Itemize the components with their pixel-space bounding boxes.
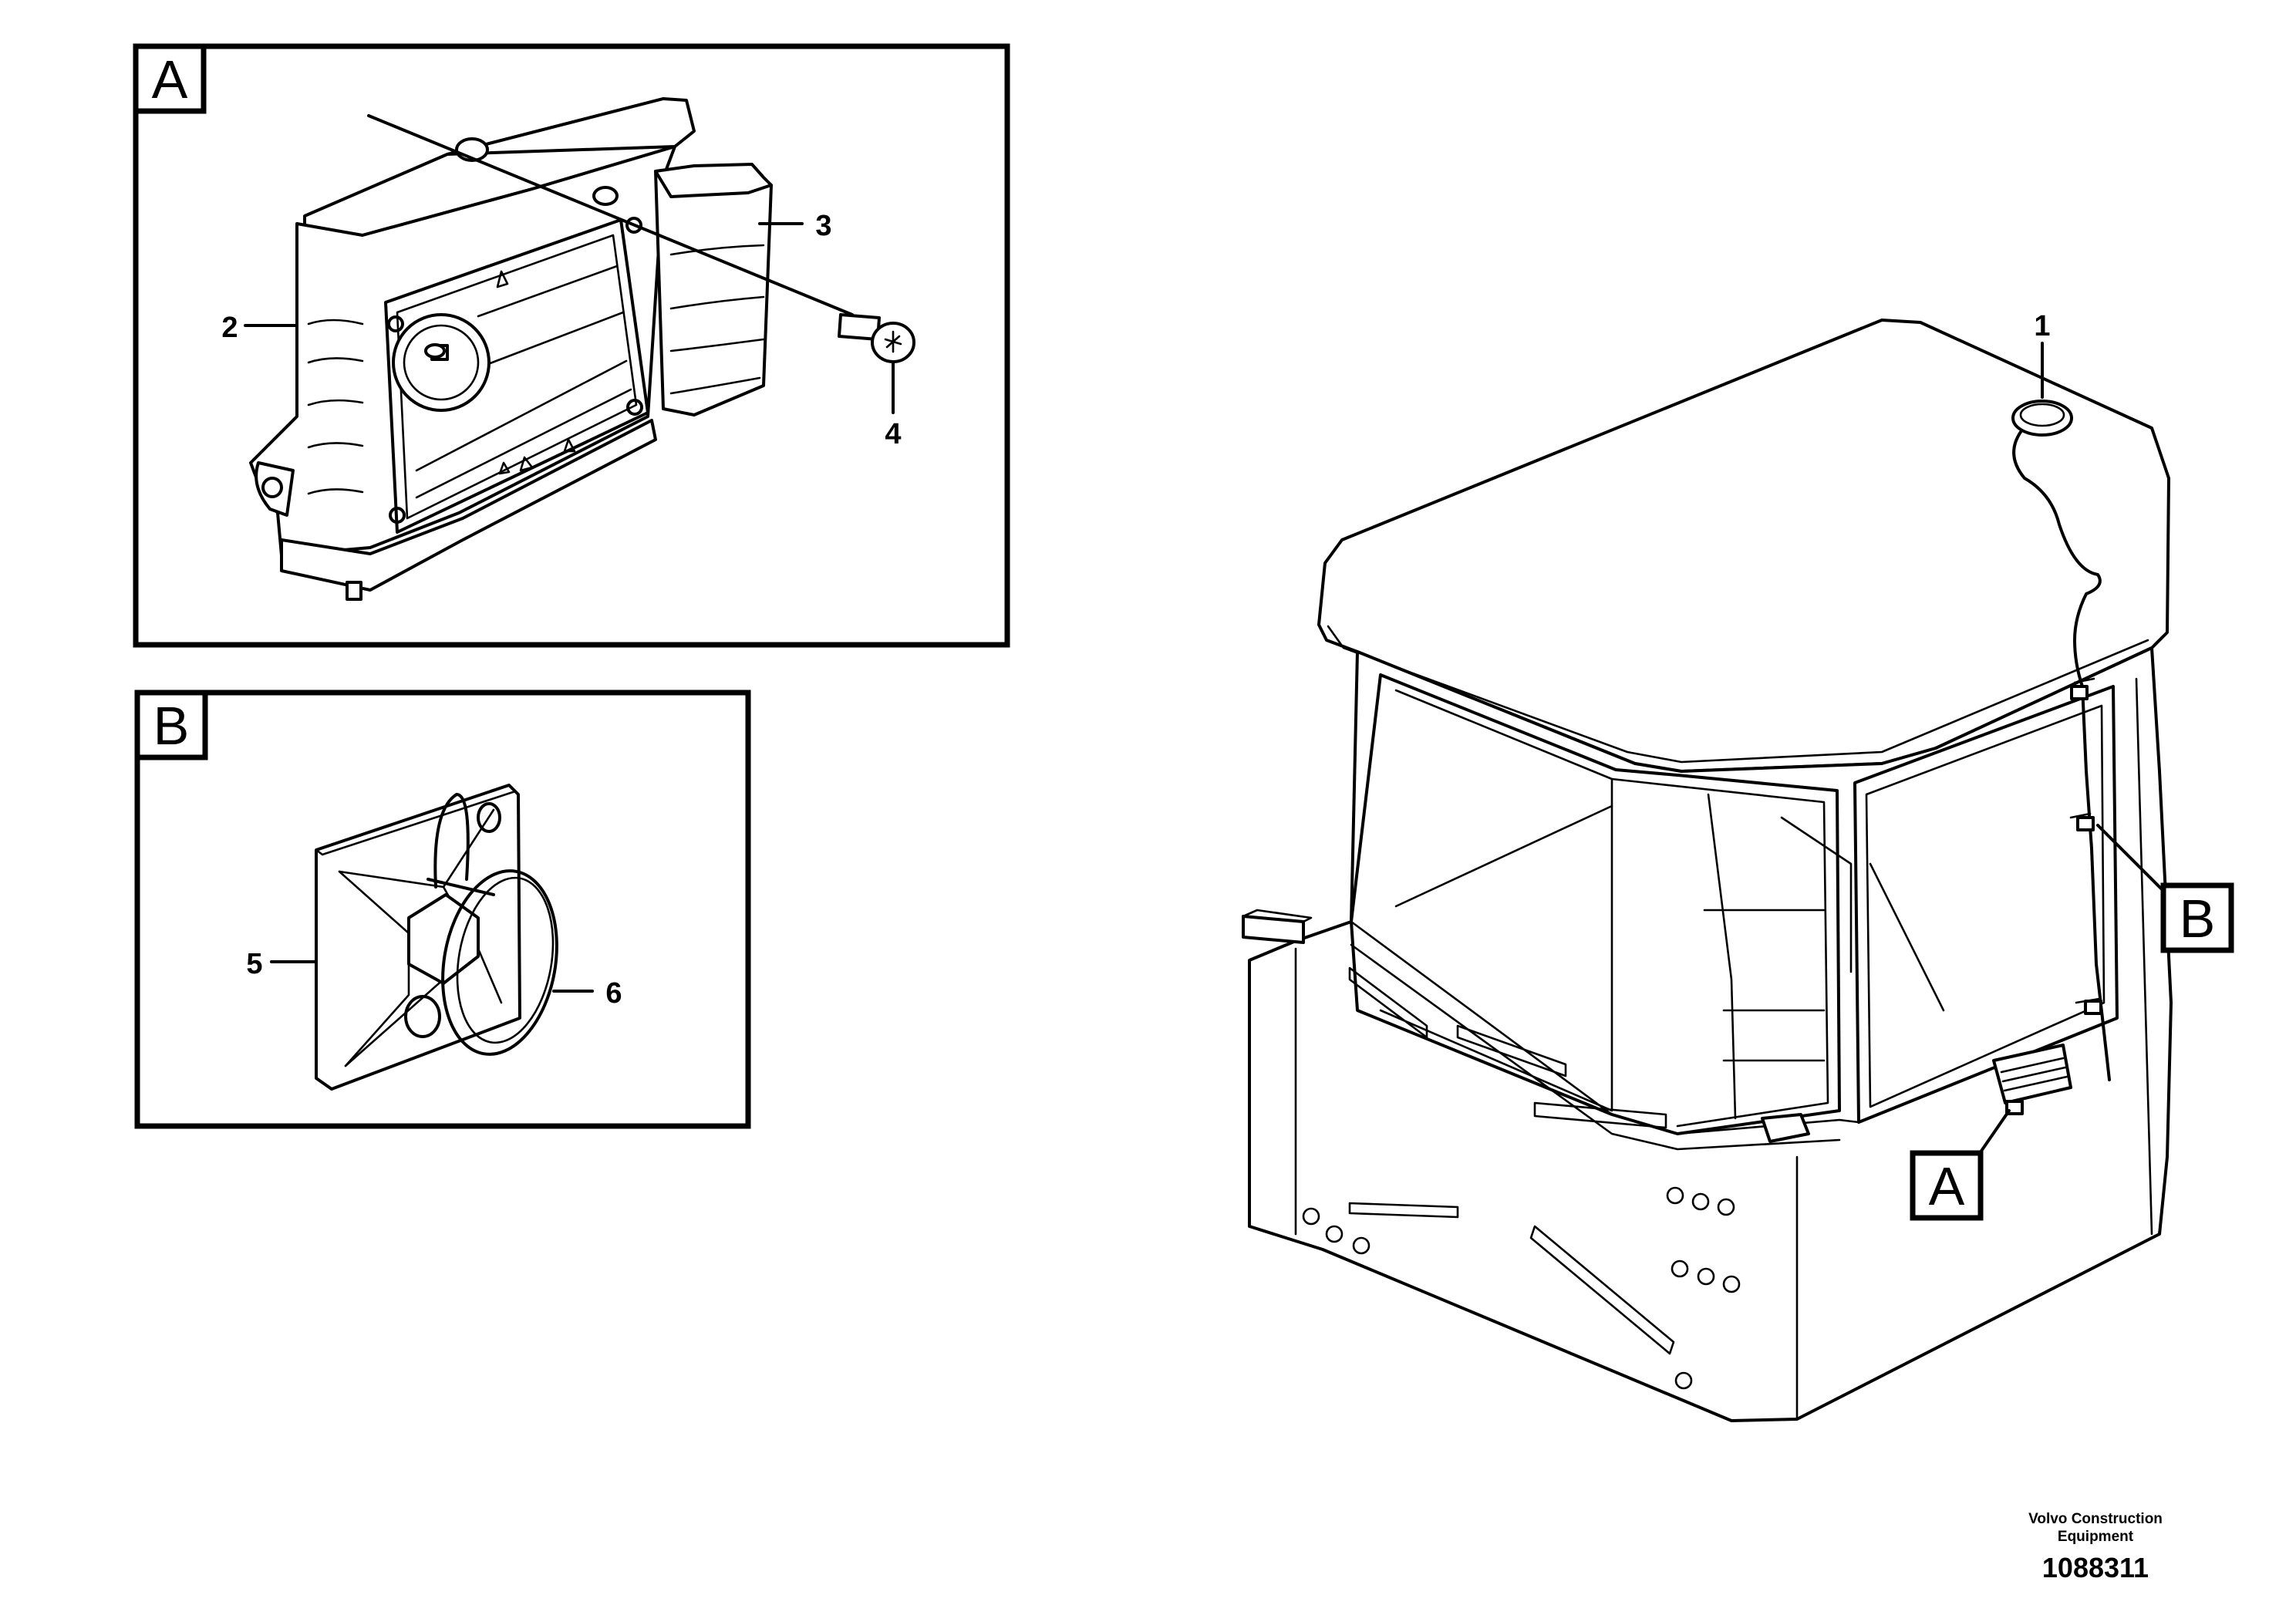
- callout-4: 4: [885, 418, 901, 450]
- drawing-number: 1088311: [2041, 1552, 2149, 1583]
- callout-6: 6: [605, 977, 622, 1010]
- screw-4: [838, 313, 915, 363]
- company-name-line1: Volvo Construction: [2028, 1511, 2163, 1527]
- cab-tag-b: B: [2180, 889, 2216, 949]
- antenna-1: [2011, 400, 2073, 437]
- radio-speaker-unit: [249, 97, 773, 601]
- leader-line-4: [367, 114, 854, 316]
- callout-2: 2: [221, 312, 238, 344]
- callout-1: 1: [2034, 310, 2050, 342]
- detail-b-tag: B: [153, 696, 190, 756]
- radio-on-cab: [1992, 1044, 2072, 1115]
- detail-a-tag: A: [152, 49, 188, 110]
- drawing-footer: Volvo Construction Equipment 1088311: [1957, 1510, 2234, 1584]
- callout-5: 5: [246, 948, 262, 980]
- cab-drawing: 1 B A: [1242, 310, 2234, 1422]
- detail-panel-a: A: [133, 43, 1010, 648]
- cable-tie-6: [426, 793, 558, 1056]
- callout-3: 3: [815, 210, 831, 242]
- detail-panel-b: B 5 6: [134, 690, 751, 1129]
- company-name-line2: Equipment: [2057, 1529, 2134, 1545]
- cab-tag-a: A: [1929, 1156, 1965, 1216]
